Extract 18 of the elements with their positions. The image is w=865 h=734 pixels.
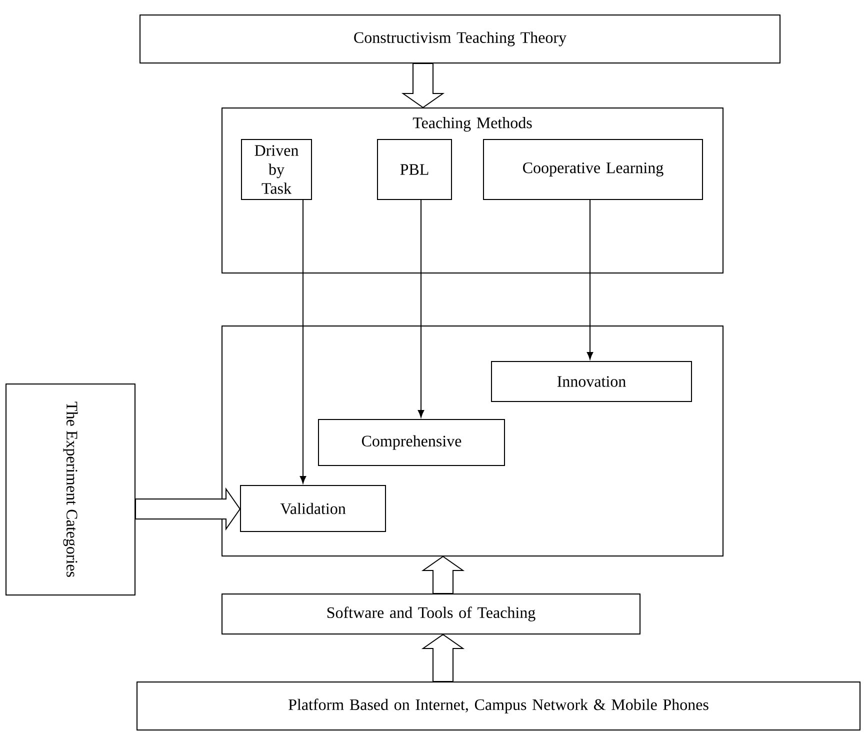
text-box: PBL [377,139,452,200]
arrow [300,200,306,484]
arrow [586,200,594,360]
arrow [418,200,424,418]
frame-box [222,326,724,556]
text-box: Software and Tools of Teaching [222,594,640,634]
block-arrow [135,487,241,531]
text-box: Comprehensive [318,419,505,466]
block-arrow [421,634,465,682]
text-box: The Experiment Categories [6,384,136,596]
text-box: Constructivism Teaching Theory [140,14,780,64]
block-arrow [421,556,465,594]
text-box: Validation [240,485,386,532]
text-box: Platform Based on Internet, Campus Network & Mobile Phones [136,682,860,730]
text-box: Innovation [491,361,692,402]
text-box: Driven by Task [241,139,312,200]
text-box: Cooperative Learning [483,139,703,200]
block-arrow [401,63,445,108]
